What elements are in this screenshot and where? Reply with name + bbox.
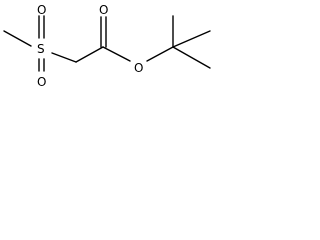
atom-oxygen-sulfonyl-bottom: O [37, 75, 46, 89]
bond-methylene-carbonyl-carbon [75, 46, 104, 63]
bond-tbutyl-methyl-right [172, 30, 211, 48]
bond-tbutyl-methyl-bottom [172, 46, 211, 69]
atom-sulfur: S [37, 42, 45, 56]
atom-oxygen-ester: O [134, 61, 143, 75]
bond-sulfur-methylene [51, 52, 77, 63]
atom-oxygen-carbonyl: O [99, 3, 108, 17]
bond-ester-oxygen-quaternary-carbon [146, 46, 174, 62]
bond-methyl-sulfur [3, 30, 32, 47]
chemical-structure: S O O O O [3, 3, 211, 89]
bond-carbonyl-carbon-ester-oxygen [102, 46, 131, 62]
atom-oxygen-sulfonyl-top: O [37, 3, 46, 17]
